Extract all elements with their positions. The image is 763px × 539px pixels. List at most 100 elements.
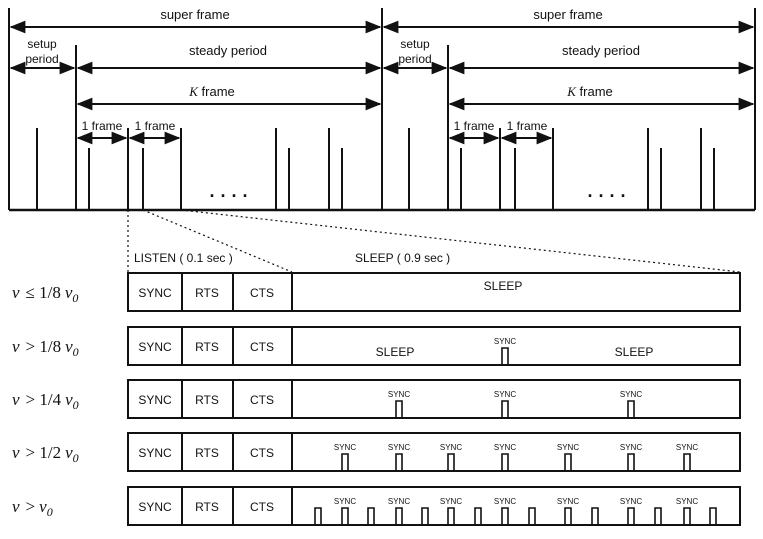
zoom-lines (127, 209, 741, 273)
segment-sync: SYNC (138, 500, 172, 514)
segment-sync: SYNC (138, 446, 172, 460)
nu0-symbol: ν (65, 390, 73, 409)
sync-pulse-label: SYNC (440, 497, 462, 506)
sync-pulse (501, 507, 509, 525)
segment-cts: CTS (250, 286, 274, 300)
sync-pulse (447, 453, 455, 471)
sync-pulse (564, 507, 572, 525)
sync-pulse-label: SYNC (388, 443, 410, 452)
listen-label: LISTEN ( 0.1 sec ) (134, 251, 233, 265)
nu0-subscript: 0 (47, 505, 53, 519)
row-condition: ν>ν0 (12, 497, 53, 519)
ellipsis: · · · · (588, 186, 627, 206)
nu0-symbol: ν (65, 283, 73, 302)
nu-symbol: ν (12, 390, 20, 409)
sync-pulse-label: SYNC (557, 497, 579, 506)
setup-label-2b: period (398, 52, 431, 66)
superframe-label-1: super frame (160, 7, 229, 22)
sync-pulse (474, 507, 482, 525)
nu-symbol: ν (12, 337, 20, 356)
segment-sync: SYNC (138, 286, 172, 300)
oneframe-label: 1 frame (507, 119, 548, 133)
segment-rts: RTS (195, 393, 219, 407)
sync-pulse (683, 507, 691, 525)
sync-pulse (341, 507, 349, 525)
condition-operator: > 1/8 (26, 337, 62, 356)
sync-pulse (367, 507, 375, 525)
segment-rts: RTS (195, 446, 219, 460)
nu0-subscript: 0 (73, 398, 79, 412)
ellipsis: · · · · (210, 186, 249, 206)
segment-rts: RTS (195, 500, 219, 514)
nu-symbol: ν (12, 443, 20, 462)
nu0-symbol: ν (39, 497, 47, 516)
sync-pulse-label: SYNC (620, 390, 642, 399)
sync-pulse (564, 453, 572, 471)
condition-operator: ≤ 1/8 (26, 283, 61, 302)
row-frame (127, 379, 741, 419)
sync-pulse (501, 400, 509, 418)
setup-label-1b: period (25, 52, 58, 66)
nu-symbol: ν (12, 497, 20, 516)
sync-pulse (528, 507, 536, 525)
sync-pulse-label: SYNC (494, 497, 516, 506)
nu-symbol: ν (12, 283, 20, 302)
segment-cts: CTS (250, 340, 274, 354)
sync-pulse-label: SYNC (676, 497, 698, 506)
sync-pulse (501, 347, 509, 365)
sync-pulse (654, 507, 662, 525)
zoom-line-mid (142, 209, 293, 273)
condition-operator: > 1/4 (26, 390, 62, 409)
nu0-subscript: 0 (72, 291, 78, 305)
sync-pulse (627, 507, 635, 525)
nu0-symbol: ν (65, 443, 73, 462)
sync-pulse (627, 453, 635, 471)
nu0-symbol: ν (65, 337, 73, 356)
sync-pulse (683, 453, 691, 471)
sync-pulse-label: SYNC (440, 443, 462, 452)
sync-pulse (591, 507, 599, 525)
row-frame (127, 486, 741, 526)
condition-operator: > 1/2 (26, 443, 62, 462)
sync-pulse-label: SYNC (494, 390, 516, 399)
sleep-text: SLEEP (484, 279, 523, 293)
kframe-label-2: K frame (566, 84, 613, 99)
oneframe-label: 1 frame (82, 119, 123, 133)
setup-label-2a: setup (400, 37, 430, 51)
sync-pulse-label: SYNC (676, 443, 698, 452)
sync-pulse (341, 453, 349, 471)
segment-cts: CTS (250, 446, 274, 460)
oneframe-label: 1 frame (454, 119, 495, 133)
segment-cts: CTS (250, 500, 274, 514)
steady-label-1: steady period (189, 43, 267, 58)
sync-pulse (314, 507, 322, 525)
sync-pulse (395, 453, 403, 471)
sync-pulse (395, 507, 403, 525)
sync-pulse (395, 400, 403, 418)
row-frame (127, 326, 741, 366)
segment-cts: CTS (250, 393, 274, 407)
sync-pulse-label: SYNC (557, 443, 579, 452)
steady-label-2: steady period (562, 43, 640, 58)
sync-pulse-label: SYNC (494, 443, 516, 452)
nu0-subscript: 0 (73, 345, 79, 359)
setup-label-1a: setup (27, 37, 57, 51)
segment-sync: SYNC (138, 393, 172, 407)
sync-pulse-label: SYNC (388, 497, 410, 506)
sync-pulse-label: SYNC (620, 497, 642, 506)
zoom-line-right (180, 209, 741, 273)
sleep-label: SLEEP ( 0.9 sec ) (355, 251, 450, 265)
sync-pulse (501, 453, 509, 471)
sync-pulse (709, 507, 717, 525)
kframe-label-1: K frame (188, 84, 235, 99)
sleep-text: SLEEP (376, 345, 415, 359)
